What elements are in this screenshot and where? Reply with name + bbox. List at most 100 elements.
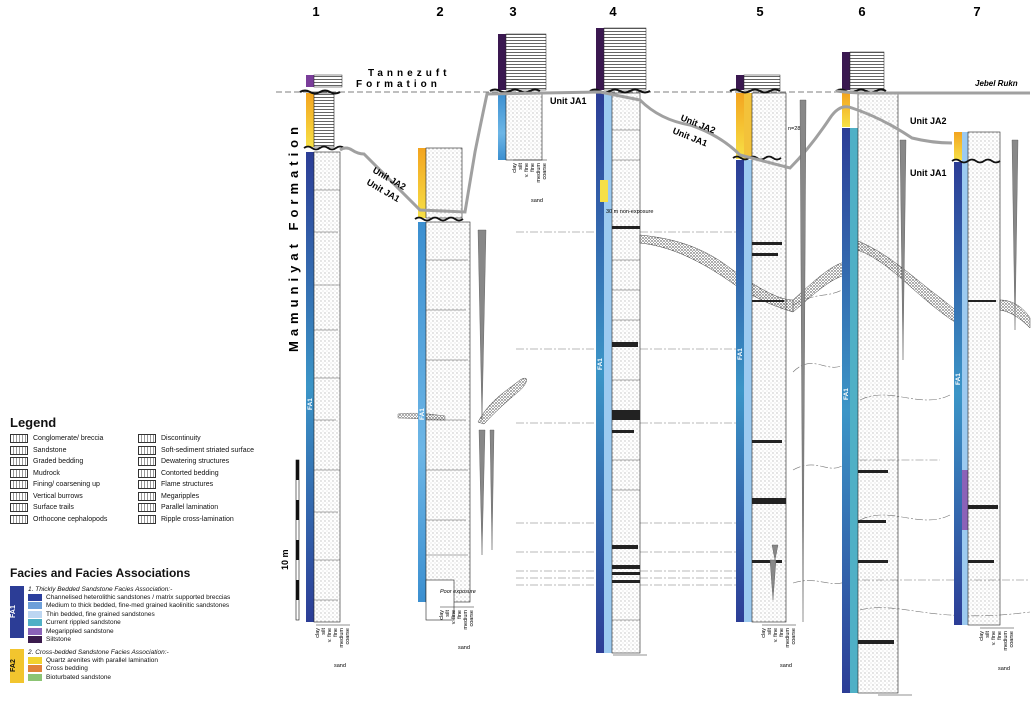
- legend-item-right-7: Ripple cross-lamination: [138, 514, 288, 526]
- fa1-strip-label-1: FA1: [307, 398, 314, 410]
- legend-symbol-right-7: [138, 514, 156, 524]
- unit-ja2-label-right: Unit JA2: [910, 116, 947, 126]
- legend-symbol-left-3: [10, 468, 28, 478]
- grain-group-2: sand: [458, 645, 470, 651]
- legend-symbol-left-4: [10, 480, 28, 490]
- legend-item-left-6: Surface trails: [10, 502, 130, 514]
- legend-item-left-1: Sandstone: [10, 445, 130, 457]
- legend-label-left-1: Sandstone: [33, 446, 67, 454]
- grain-label-2-3: fine: [457, 610, 463, 619]
- fa2-code-badge: FA2: [10, 649, 24, 683]
- column-label-1: 1: [312, 4, 319, 19]
- fa1-item-4: Megarippled sandstone: [28, 627, 230, 636]
- legend-symbol-left-7: [10, 514, 28, 524]
- fa2-swatch-0: [28, 656, 42, 664]
- fa2-swatch-1: [28, 665, 42, 673]
- legend-label-left-6: Surface trails: [33, 504, 74, 512]
- legend-label-left-5: Vertical burrows: [33, 492, 83, 500]
- legend-symbol-left-5: [10, 491, 28, 501]
- legend-item-right-1: Soft-sediment striated surface: [138, 445, 288, 457]
- fa2-swatch-2: [28, 673, 42, 681]
- grain-label-5-4: medium: [785, 628, 791, 648]
- legend-symbol-left-6: [10, 503, 28, 513]
- fa1-swatch-0: [28, 593, 42, 601]
- fa2-items: Quartz arenites with parallel lamination…: [28, 656, 169, 682]
- legend-label-right-6: Parallel lamination: [161, 504, 219, 512]
- fa1-strip-label-5: FA1: [737, 348, 744, 360]
- tannezuft-cap-3: [498, 34, 506, 90]
- legend-symbol-right-6: [138, 503, 156, 513]
- legend-item-right-3: Contorted bedding: [138, 468, 288, 480]
- fa1-label-1: Medium to thick bedded, fine-med grained…: [46, 602, 230, 610]
- grain-label-1-4: medium: [339, 628, 345, 648]
- grain-group-7: sand: [998, 666, 1010, 672]
- fa1-strip-2: [418, 222, 426, 602]
- column-label-6: 6: [858, 4, 865, 19]
- fa1-strip-3: [498, 93, 506, 160]
- fining-up-triangles: [477, 99, 1019, 623]
- grain-label-1-2: v. fine: [327, 628, 333, 642]
- grain-label-5-1: silt: [767, 628, 773, 635]
- fa2-heading: 2. Cross-bedded Sandstone Facies Associa…: [28, 649, 169, 656]
- legend-item-left-5: Vertical burrows: [10, 491, 130, 503]
- grain-label-2-1: silt: [445, 610, 451, 617]
- grain-label-5-3: fine: [779, 628, 785, 637]
- fa1-strip-7: [954, 162, 962, 625]
- fa2-item-0: Quartz arenites with parallel lamination: [28, 656, 169, 665]
- tannezuft-discontinuity: [299, 88, 887, 95]
- tannezuft-cap-5: [736, 75, 744, 90]
- fa1-swatch-2: [28, 610, 42, 618]
- legend-label-left-0: Conglomerate/ breccia: [33, 435, 104, 443]
- grain-group-5: sand: [780, 663, 792, 669]
- legend-label-right-3: Contorted bedding: [161, 469, 219, 477]
- tannezuft-cap-4: [596, 28, 604, 90]
- legend-symbol-left-2: [10, 457, 28, 467]
- fa1-item-0: Channelised heterolithic sandstones / ma…: [28, 593, 230, 602]
- legend-item-right-6: Parallel lamination: [138, 502, 288, 514]
- grain-label-3-5: coarse: [542, 163, 548, 180]
- legend-item-right-4: Flame structures: [138, 479, 288, 491]
- grain-label-3-0: clay: [512, 163, 518, 173]
- log-column-6: FA1: [842, 51, 899, 694]
- log-column-1: FA1: [303, 74, 345, 623]
- facies-legend: Facies and Facies Associations FA1 1. Th…: [10, 566, 285, 683]
- grain-label-5-0: clay: [761, 628, 767, 638]
- grain-label-3-3: fine: [530, 163, 536, 172]
- tannezuft-label-line2: Formation: [356, 79, 441, 90]
- legend-item-left-7: Orthocone cephalopods: [10, 514, 130, 526]
- legend-label-left-7: Orthocone cephalopods: [33, 515, 108, 523]
- poor-exposure-label: Poor exposure: [440, 589, 476, 595]
- tannezuft-cap-6: [842, 52, 850, 90]
- legend-item-left-3: Mudrock: [10, 468, 130, 480]
- unit-ja1-label-top: Unit JA1: [550, 96, 587, 106]
- fa1-heading: 1. Thickly Bedded Sandstone Facies Assoc…: [28, 586, 173, 593]
- grain-group-1: sand: [334, 663, 346, 669]
- legend-label-right-7: Ripple cross-lamination: [161, 515, 234, 523]
- unit-ja-boundary: [339, 90, 953, 214]
- fa1-strip-4: [596, 93, 604, 653]
- sandstone-tongues: [397, 234, 1031, 425]
- fa1-strip-label-6: FA1: [843, 388, 850, 400]
- fa1-swatch-4: [28, 627, 42, 635]
- grain-label-7-4: medium: [1003, 631, 1009, 651]
- column-label-4: 4: [609, 4, 617, 19]
- fa2-strip-7: [954, 132, 962, 160]
- non-exposure-label: 30 m non-exposure: [606, 209, 653, 215]
- fa1-strip-label-2: FA1: [419, 408, 426, 420]
- legend-symbol-right-2: [138, 457, 156, 467]
- fa1-strip-5: [736, 160, 744, 622]
- fa2-band-4: [600, 180, 608, 202]
- fa2-strip-2: [418, 148, 426, 218]
- grain-label-5-5: coarse: [791, 628, 797, 645]
- fa2-item-2: Bioturbated sandstone: [28, 673, 169, 682]
- grain-label-2-0: clay: [439, 610, 445, 620]
- fa1-label-4: Megarippled sandstone: [46, 627, 114, 635]
- legend-symbol-left-0: [10, 434, 28, 444]
- jebel-rukn-label: Jebel Rukn: [975, 79, 1018, 88]
- fa1-label-3: Current rippled sandstone: [46, 619, 121, 627]
- legend-symbol-right-3: [138, 468, 156, 478]
